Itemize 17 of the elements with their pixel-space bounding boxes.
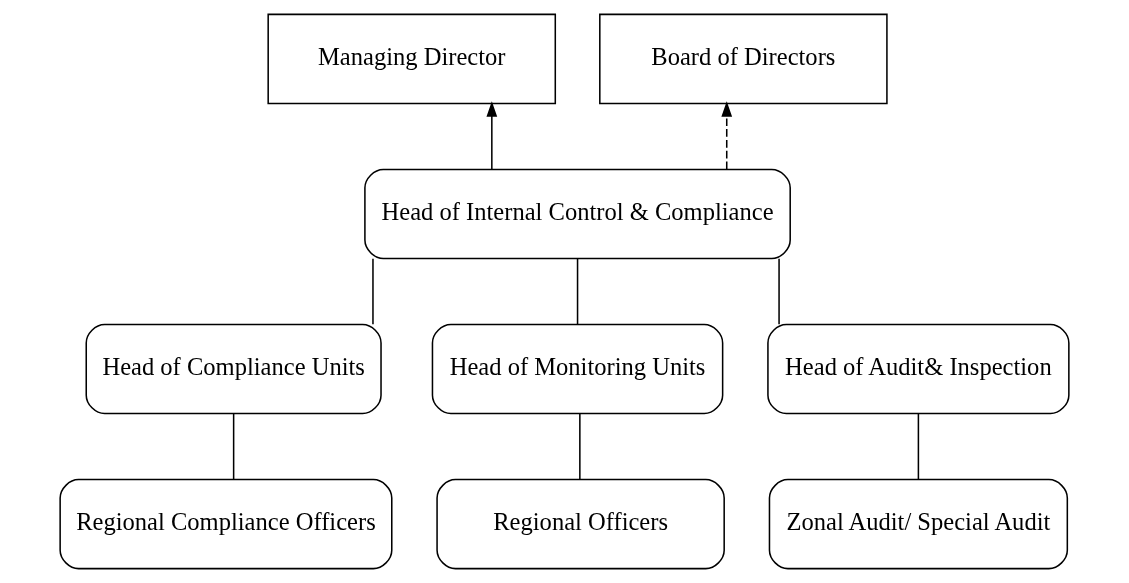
node-box: Head of Compliance Units xyxy=(85,323,382,415)
node-box: Zonal Audit/ Special Audit xyxy=(768,478,1069,570)
node-box: Regional Compliance Officers xyxy=(59,478,393,570)
node-box: Managing Director xyxy=(267,13,557,105)
connector xyxy=(917,413,920,481)
node-box: Regional Officers xyxy=(436,478,725,570)
node-box: Head of Audit& Inspection xyxy=(767,323,1070,415)
arrow xyxy=(721,101,733,170)
connector xyxy=(778,258,780,326)
arrow xyxy=(486,101,498,170)
connector xyxy=(579,413,581,481)
connector xyxy=(576,258,579,326)
connector xyxy=(232,413,235,481)
node-box: Board of Directors xyxy=(599,13,888,105)
node-box: Head of Monitoring Units xyxy=(431,323,724,415)
node-box: Head of Internal Control & Compliance xyxy=(364,168,791,260)
connector xyxy=(372,258,374,326)
